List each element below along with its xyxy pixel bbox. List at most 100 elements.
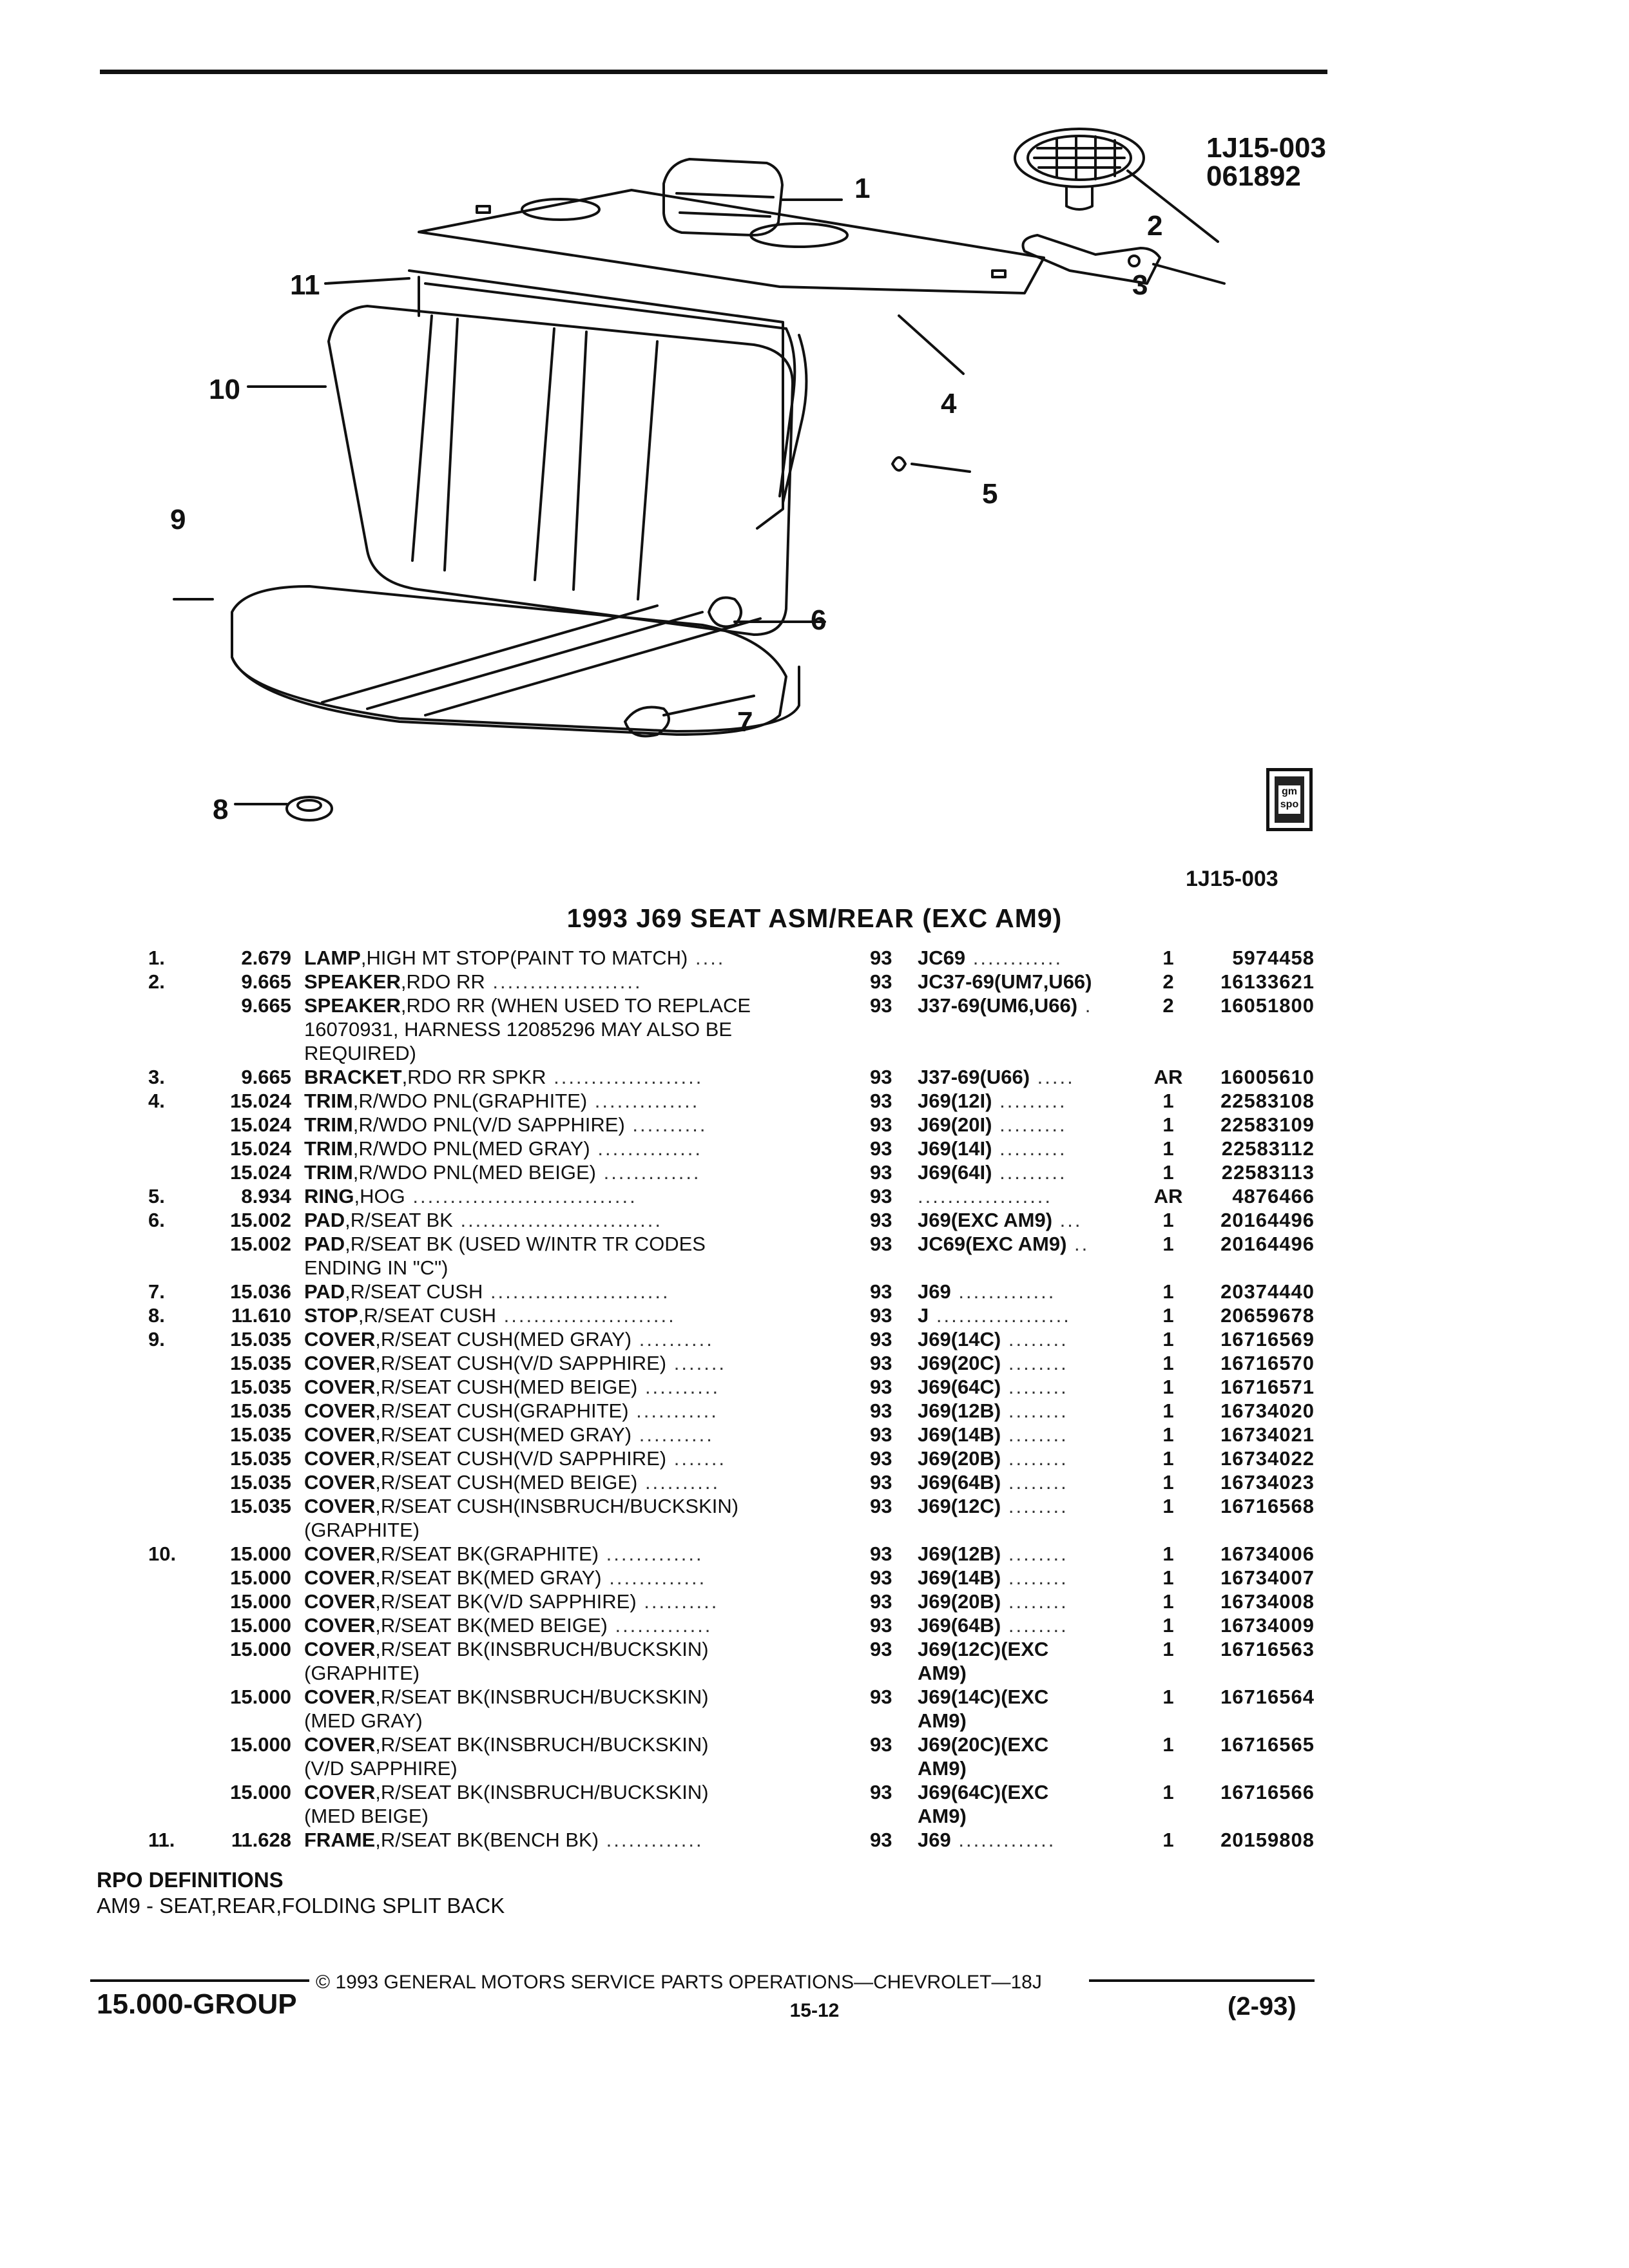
item-number: 7. [148,1280,165,1303]
usage-code: J69(64I) [918,1161,992,1184]
item-number: 10. [148,1542,177,1565]
part-number: 22583109 [1220,1113,1315,1136]
model-year: 93 [870,1495,892,1517]
group-number: 15.024 [230,1090,291,1112]
part-seat-back-drawing [247,305,826,636]
part-description: COVER,R/SEAT BK(INSBRUCH/BUCKSKIN) [304,1733,826,1756]
model-year: 93 [870,1447,892,1470]
part-name: SPEAKER [304,970,401,993]
part-description: COVER,R/SEAT BK(V/D SAPPHIRE) .......... [304,1590,826,1613]
dot-leader: ........................... [452,1209,663,1231]
usage-option: J69(20I) ......... [918,1113,1175,1137]
table-row: (V/D SAPPHIRE)AM9) [0,1756,1629,1780]
group-number: 15.035 [230,1352,291,1374]
part-description: RING,HOG .............................. [304,1184,826,1208]
part-name: SPEAKER [304,994,401,1017]
part-name: PAD [304,1233,345,1255]
part-description: COVER,R/SEAT CUSH(INSBRUCH/BUCKSKIN) [304,1494,826,1518]
model-year: 93 [870,1185,892,1207]
part-number: 16051800 [1220,994,1315,1017]
part-description: COVER,R/SEAT BK(INSBRUCH/BUCKSKIN) [304,1780,826,1804]
quantity: 1 [1162,1471,1174,1494]
part-detail: ,R/SEAT BK(INSBRUCH/BUCKSKIN) [375,1686,709,1708]
usage-code: J69(64B) [918,1471,1001,1494]
part-number: 16734009 [1220,1614,1315,1637]
usage-code: J69 [918,1829,951,1851]
dot-leader: ........ [1001,1447,1068,1470]
part-detail: ,RDO RR SPKR [401,1066,546,1088]
group-number: 15.035 [230,1423,291,1446]
usage-option: J69(12B) ........ [918,1542,1175,1566]
quantity: 1 [1162,1113,1174,1136]
usage-code: JC69 [918,947,966,969]
quantity: 1 [1162,1233,1174,1255]
callout-9: 9 [170,504,186,535]
table-row: (MED BEIGE)AM9) [0,1804,1629,1828]
model-year: 93 [870,1233,892,1255]
usage-code: J69(14C)(EXC [918,1686,1049,1708]
dot-leader: ............. [599,1542,704,1565]
callout-4: 4 [941,388,957,419]
part-description: (GRAPHITE) [304,1661,826,1685]
table-row: (GRAPHITE) [0,1518,1629,1542]
quantity: 1 [1162,1137,1174,1160]
part-name: TRIM [304,1113,353,1136]
dot-leader: ..... [1030,1066,1075,1088]
usage-code: JC69(EXC AM9) [918,1233,1067,1255]
footer-rule-left [90,1979,309,1982]
usage-code: AM9) [918,1805,967,1827]
part-name: COVER [304,1566,376,1589]
part-description: REQUIRED) [304,1041,826,1065]
quantity: 1 [1162,1447,1174,1470]
rpo-heading: RPO DEFINITIONS [97,1868,284,1892]
dot-leader: ....... [666,1447,727,1470]
part-name: COVER [304,1423,376,1446]
part-number: 20164496 [1220,1233,1315,1255]
part-description: COVER,R/SEAT CUSH(MED GRAY) .......... [304,1423,826,1446]
group-number: 15.002 [230,1233,291,1255]
quantity: AR [1153,1066,1183,1088]
part-number: 20659678 [1220,1304,1315,1327]
table-row: 15.035 COVER,R/SEAT CUSH(MED GRAY) ......… [0,1423,1629,1446]
part-description: SPEAKER,RDO RR .................... [304,970,826,994]
quantity: 1 [1162,1542,1174,1565]
part-number: 16734021 [1220,1423,1315,1446]
dot-leader: ......... [992,1137,1067,1160]
footer-rule-right [1089,1979,1315,1982]
usage-code: J69(12B) [918,1399,1001,1422]
part-description: TRIM,R/WDO PNL(MED GRAY) .............. [304,1137,826,1160]
item-number: 8. [148,1304,165,1327]
part-name: COVER [304,1495,376,1517]
callout-11: 11 [290,269,320,301]
group-number: 9.665 [241,994,291,1017]
part-detail: ,R/SEAT CUSH(GRAPHITE) [375,1399,629,1422]
part-detail: ,R/SEAT CUSH [358,1304,497,1327]
usage-code: J69(12B) [918,1542,1001,1565]
part-description: TRIM,R/WDO PNL(MED BEIGE) ............. [304,1160,826,1184]
usage-code: J69(14B) [918,1566,1001,1589]
group-number: 9.665 [241,970,291,993]
usage-code: J37-69(U66) [918,1066,1030,1088]
part-detail: (GRAPHITE) [304,1519,420,1541]
model-year: 93 [870,1137,892,1160]
model-year: 93 [870,1566,892,1589]
group-number: 15.000 [230,1638,291,1660]
part-name: COVER [304,1542,376,1565]
dot-leader: .................. [918,1185,1053,1207]
part-description: TRIM,R/WDO PNL(V/D SAPPHIRE) .......... [304,1113,826,1137]
usage-option: AM9) [918,1804,1175,1828]
part-description: COVER,R/SEAT BK(INSBRUCH/BUCKSKIN) [304,1637,826,1661]
part-name: TRIM [304,1090,353,1112]
part-name: RING [304,1185,354,1207]
quantity: 1 [1162,1304,1174,1327]
usage-code: J37-69(UM6,U66) [918,994,1078,1017]
part-name: LAMP [304,947,361,969]
part-name: COVER [304,1781,376,1803]
part-number: 16716568 [1220,1495,1315,1517]
dot-leader: ........ [1001,1495,1068,1517]
